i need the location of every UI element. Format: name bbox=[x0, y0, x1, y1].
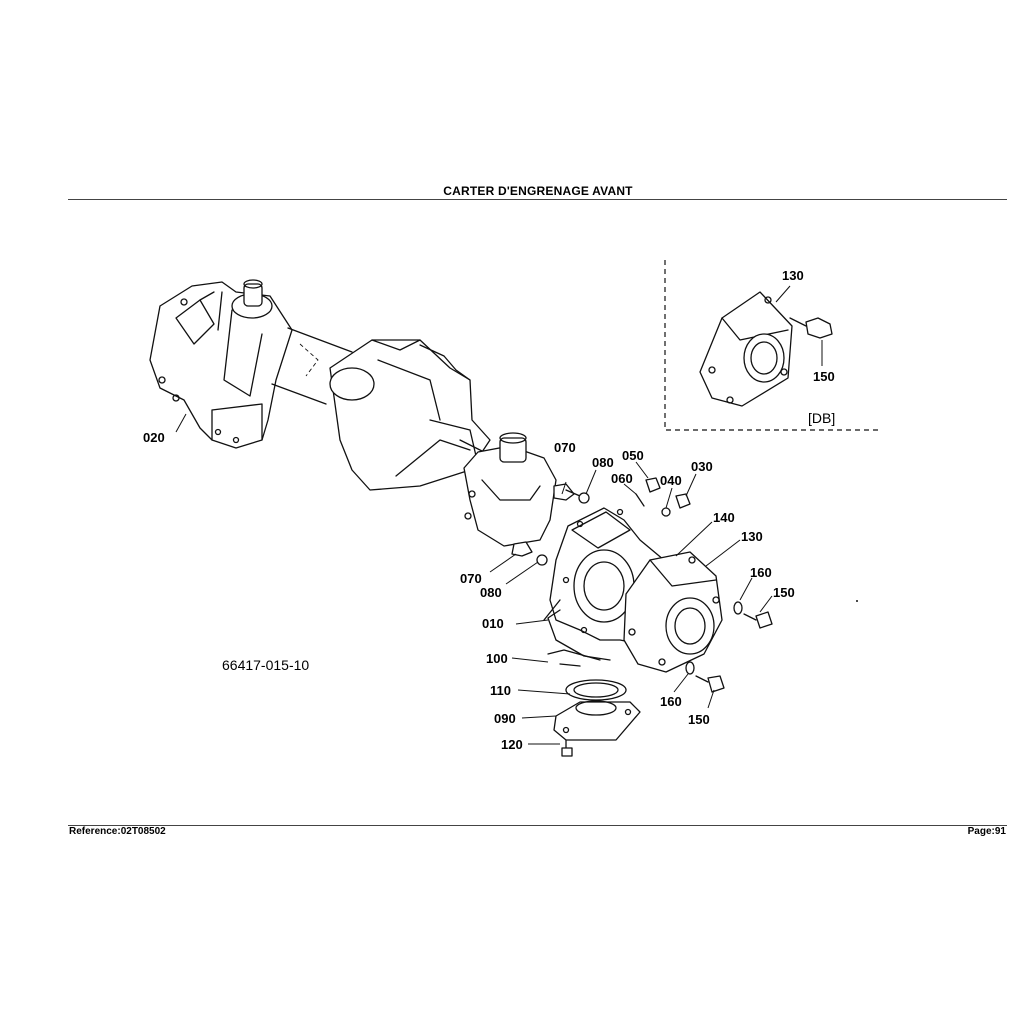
speck bbox=[856, 600, 858, 602]
callout-150-bottom: 150 bbox=[688, 712, 710, 727]
side-flange bbox=[623, 521, 741, 673]
callout-150-right: 150 bbox=[773, 585, 795, 600]
callout-080-bottom: 080 bbox=[480, 585, 502, 600]
reference-label: Reference:02T08502 bbox=[69, 826, 166, 837]
page-title: CARTER D'ENGRENAGE AVANT bbox=[443, 184, 633, 198]
footer-divider bbox=[68, 825, 1007, 826]
callout-070-bottom: 070 bbox=[460, 571, 482, 586]
callout-050: 050 bbox=[622, 448, 644, 463]
inset-detail bbox=[664, 260, 880, 431]
callout-120: 120 bbox=[501, 737, 523, 752]
callout-150-inset: 150 bbox=[813, 369, 835, 384]
callout-080-top: 080 bbox=[592, 455, 614, 470]
callout-020: 020 bbox=[143, 430, 165, 445]
callout-040: 040 bbox=[660, 473, 682, 488]
header-divider bbox=[68, 199, 1007, 200]
callout-100: 100 bbox=[486, 651, 508, 666]
flange-bolts bbox=[673, 577, 773, 709]
bottom-cover-parts bbox=[511, 649, 641, 757]
fastener-parts bbox=[489, 461, 697, 585]
callout-110: 110 bbox=[490, 683, 511, 698]
callout-070-top: 070 bbox=[554, 440, 576, 455]
callout-090: 090 bbox=[494, 711, 516, 726]
callout-010: 010 bbox=[482, 616, 504, 631]
callout-160-bottom: 160 bbox=[660, 694, 682, 709]
callout-130: 130 bbox=[741, 529, 763, 544]
drawing-number: 66417-015-10 bbox=[222, 657, 309, 673]
callout-060: 060 bbox=[611, 471, 633, 486]
page-number: Page:91 bbox=[967, 826, 1006, 837]
callout-130-inset: 130 bbox=[782, 268, 804, 283]
axle-housing bbox=[149, 279, 557, 547]
inset-label: [DB] bbox=[808, 410, 835, 426]
callout-160-right: 160 bbox=[750, 565, 772, 580]
callout-030: 030 bbox=[691, 459, 713, 474]
callout-140: 140 bbox=[713, 510, 735, 525]
